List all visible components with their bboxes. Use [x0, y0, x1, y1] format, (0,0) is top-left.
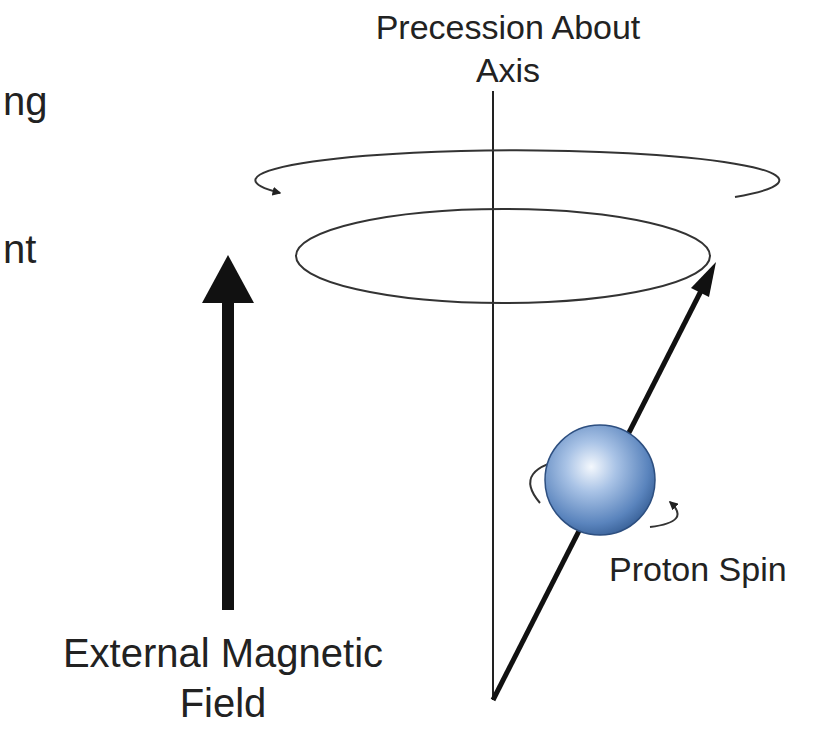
spin-label: Proton Spin — [606, 548, 790, 591]
spin-vector — [493, 287, 703, 700]
precession-axis — [492, 10, 494, 700]
spin-vector-head — [691, 262, 716, 297]
spin-rotation-arrow — [650, 502, 678, 527]
proton-sphere — [545, 425, 655, 535]
field-label: External Magnetic Field — [40, 628, 406, 728]
axis-label: Precession About Axis — [355, 6, 661, 91]
field-arrow-head — [202, 255, 254, 303]
precession-arrow — [255, 150, 779, 197]
cropped-text: nt — [0, 224, 39, 274]
field-arrow-shaft — [222, 298, 234, 610]
precession-path — [296, 209, 710, 303]
cropped-text: ng — [0, 76, 51, 126]
